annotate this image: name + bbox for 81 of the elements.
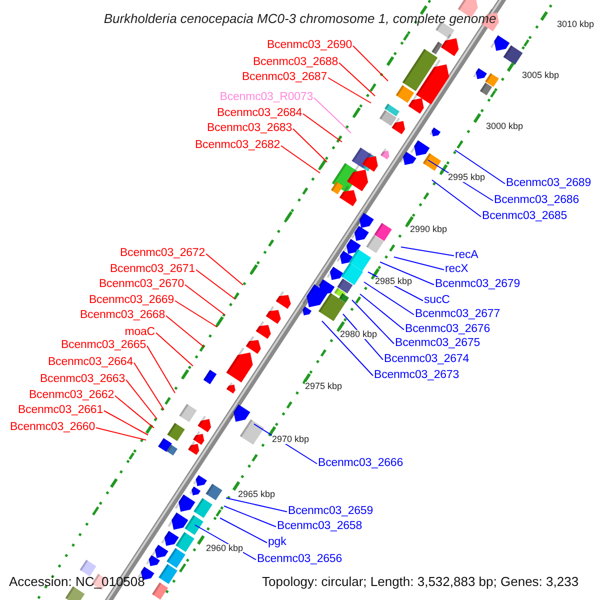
leader-line [104, 410, 148, 436]
leader-line [292, 128, 328, 162]
gene-label: sucC [424, 295, 450, 306]
gene-label: Bcenmc03_2682 [194, 140, 280, 152]
leader-line [322, 320, 374, 376]
leader-line [114, 395, 154, 428]
gene-label: Bcenmc03_2675 [395, 338, 480, 350]
leader-line [352, 45, 388, 82]
gene-label: Bcenmc03_2656 [257, 554, 342, 566]
gene-label: Bcenmc03_2666 [318, 458, 404, 470]
scale-label: 3000 kbp [486, 122, 524, 131]
gene-label: Bcenmc03_2683 [206, 123, 292, 134]
scale-label: 2960 kbp [206, 544, 244, 553]
gene-label: Bcenmc03_2662 [28, 390, 114, 402]
gene-label: Bcenmc03_2658 [277, 521, 362, 532]
gene-label: Bcenmc03_2670 [98, 279, 184, 290]
gene-label: Bcenmc03_2686 [494, 195, 580, 206]
scale-label: 2990 kbp [410, 225, 448, 234]
leader-line [360, 294, 404, 330]
leader-line [146, 345, 176, 394]
gene-label: Bcenmc03_2672 [120, 248, 205, 260]
gene-label: Bcenmc03_2660 [10, 422, 95, 434]
scale-label: 2970 kbp [272, 435, 310, 444]
leader-line [174, 300, 218, 328]
gene-label: Bcenmc03_2671 [110, 264, 195, 276]
gene-label: Bcenmc03_2677 [415, 309, 500, 320]
leader-line [196, 269, 236, 300]
leader-line [156, 332, 194, 366]
leader-line [226, 498, 288, 512]
title: Burkholderia cenocepacia MC0-3 chromosome 1, complete genome [104, 11, 496, 26]
leader-line [364, 282, 414, 316]
leader-line [206, 253, 244, 286]
gene-label: recA [455, 250, 478, 262]
gene-label: moaC [124, 327, 155, 338]
leader-line [96, 427, 146, 440]
leader-line [400, 246, 454, 256]
leader-line [432, 180, 482, 218]
gene-label: Bcenmc03_2661 [18, 405, 103, 416]
leader-line [352, 300, 394, 344]
footer-text: Topology: circular; Length: 3,532,883 bp; Genes: 3,233 [262, 575, 579, 588]
scale-label: 2965 kbp [238, 490, 276, 499]
leader-line [224, 506, 276, 528]
gene-label: Bcenmc03_2685 [482, 211, 568, 222]
leader-line [280, 145, 320, 174]
leader-line [314, 97, 352, 134]
gene-label: Bcenmc03_2664 [48, 357, 133, 368]
footer-text: Accession: NC_010508 [9, 575, 145, 588]
gene-label: Bcenmc03_2673 [374, 370, 460, 382]
leader-line [220, 518, 268, 544]
leader-line [302, 113, 342, 142]
gene-label: Bcenmc03_2679 [435, 279, 520, 290]
scale-label: 2980 kbp [340, 330, 378, 339]
leader-line [166, 315, 204, 348]
gene-label: Bcenmc03_2669 [88, 295, 174, 306]
gene-label: Bcenmc03_2659 [288, 506, 374, 518]
gene-label: Bcenmc03_R0073 [220, 92, 313, 104]
scale-label: 2975 kbp [305, 382, 342, 391]
leader-line [328, 77, 372, 104]
gene-label: Bcenmc03_2663 [40, 374, 125, 386]
scale-label: 3005 kbp [522, 71, 560, 80]
gene-label: Bcenmc03_2688 [252, 57, 338, 68]
leader-line [184, 284, 226, 316]
scale-label: 2995 kbp [448, 173, 486, 182]
gene-label: Bcenmc03_2668 [80, 310, 165, 322]
scale-label: 3010 kbp [557, 20, 594, 29]
leader-line [394, 256, 444, 270]
leader-line [338, 62, 376, 96]
gene-label: Bcenmc03_2674 [384, 354, 470, 366]
leader-line [380, 262, 434, 286]
gene-label: Bcenmc03_2690 [266, 40, 352, 52]
leader-line [454, 150, 506, 184]
leader-line [134, 362, 164, 410]
leader-line [126, 379, 158, 420]
gene-label: Bcenmc03_2676 [405, 324, 490, 336]
gene-label: Bcenmc03_2687 [242, 72, 327, 84]
gene-label: Bcenmc03_2689 [506, 178, 592, 190]
gene-label: Bcenmc03_2665 [60, 340, 146, 352]
scale-label: 2985 kbp [375, 277, 412, 286]
gene-label: recX [445, 264, 468, 276]
gene-label: pgk [268, 537, 286, 548]
gene-label: Bcenmc03_2684 [216, 108, 302, 120]
